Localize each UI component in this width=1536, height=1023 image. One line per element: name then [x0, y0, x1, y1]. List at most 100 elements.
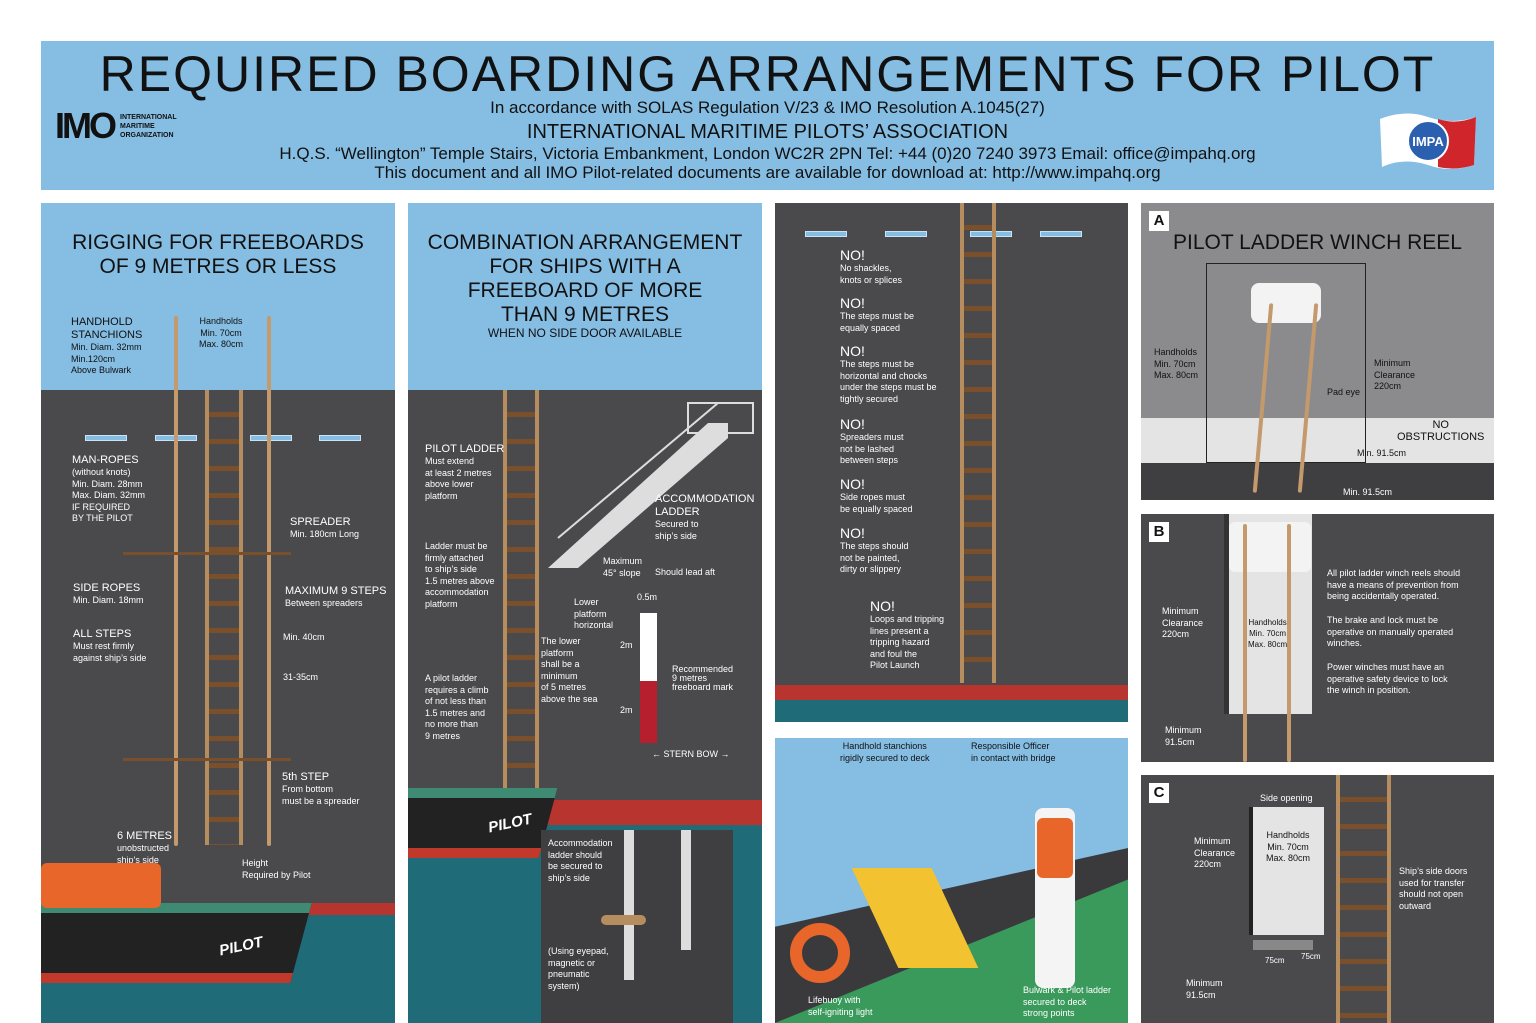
address-line: H.Q.S. “Wellington” Temple Stairs, Victo…: [279, 144, 1256, 163]
label: freeboard mark: [672, 682, 734, 692]
label: under the steps must be: [840, 382, 937, 392]
pilot-ladder: [205, 390, 243, 845]
spreader: [123, 552, 291, 555]
label: Max. 80cm: [1248, 640, 1288, 649]
label: NO: [1432, 419, 1449, 431]
pilot-ladder: [503, 390, 539, 790]
label: Recommended: [672, 664, 734, 674]
label: ladder should: [548, 849, 603, 860]
label: Max. 80cm: [1154, 370, 1199, 380]
imo-logo: IMO INTERNATIONAL MARITIME ORGANIZATION: [55, 105, 177, 147]
label: Min. 91.5cm: [1343, 487, 1393, 497]
label: Min. 40cm: [283, 632, 325, 642]
label: The steps must be: [840, 359, 915, 369]
label: Between spreaders: [285, 598, 363, 608]
label: lines present a: [870, 625, 929, 636]
label: Ladder must be: [425, 541, 488, 551]
side-opening: [1249, 807, 1324, 935]
no-heading: NO!: [840, 247, 865, 263]
impa-flag-logo: IMPA: [1380, 113, 1476, 169]
label: and foul the: [870, 648, 918, 659]
label: From bottom: [282, 784, 334, 794]
label: The lower: [541, 636, 581, 646]
label: not be lashed: [840, 443, 895, 454]
faulty-ladder: [960, 203, 996, 683]
boat-cabin: [41, 863, 161, 908]
label: have a means of prevention from: [1327, 579, 1459, 590]
label: SIDE ROPES: [73, 582, 141, 594]
label: Loops and tripping: [870, 614, 945, 624]
label: Ship’s side doors: [1399, 866, 1468, 876]
label: Spreaders must: [840, 432, 904, 442]
label: Clearance: [1162, 617, 1204, 628]
label: platform: [541, 647, 574, 658]
label: The steps should: [840, 541, 909, 551]
label: IF REQUIRED: [72, 501, 131, 512]
label: Minimum: [1165, 725, 1202, 735]
regulation-line: In accordance with SOLAS Regulation V/23…: [490, 98, 1045, 117]
panel-letter: B: [1149, 522, 1169, 542]
label: Handholds: [199, 316, 243, 326]
pilot-boat: [408, 788, 558, 858]
accommodation-ladder: [548, 402, 754, 568]
label: MAN-ROPES: [72, 454, 139, 466]
panel-ladder-faults: NO!No shackles,knots or splices NO!The s…: [775, 203, 1128, 722]
label: ← STERN BOW →: [652, 749, 730, 759]
label: 91.5cm: [1165, 736, 1195, 747]
label: Height: [242, 858, 269, 868]
label: not be painted,: [840, 552, 900, 563]
label: unobstructed: [117, 843, 170, 853]
label: Handholds: [1266, 830, 1310, 840]
life-jacket: [1037, 818, 1073, 878]
label: 91.5cm: [1186, 989, 1216, 1000]
freeboard-mark-white: [640, 613, 657, 681]
panel-title: OF 9 METRES OR LESS: [99, 255, 337, 278]
label: outward: [1399, 900, 1432, 911]
panel-title: FREEBOARD OF MORE: [467, 279, 703, 302]
label: platform: [425, 490, 458, 501]
label: minimum: [541, 670, 578, 681]
label: 220cm: [1194, 859, 1222, 869]
label: accommodation: [425, 587, 489, 597]
label: shall be a: [541, 659, 580, 669]
label: 1.5 metres above: [425, 575, 495, 586]
man-rope: [267, 316, 271, 846]
label: Should lead aft: [655, 567, 716, 577]
label: Side opening: [1260, 793, 1313, 803]
label: horizontal and chocks: [840, 370, 928, 381]
label: Required by Pilot: [242, 869, 311, 880]
label: 220cm: [1374, 381, 1402, 391]
panel-title: THAN 9 METRES: [500, 303, 670, 326]
panel-letter: A: [1149, 211, 1169, 231]
svg-text:IMPA: IMPA: [1412, 134, 1444, 149]
label: Max. Diam. 32mm: [72, 490, 146, 500]
label: STANCHIONS: [71, 329, 143, 341]
label: PILOT LADDER: [425, 443, 505, 455]
label: knots or splices: [840, 274, 903, 285]
label: Pad eye: [1327, 387, 1361, 397]
label: Above Bulwark: [71, 365, 132, 375]
label: be equally spaced: [840, 503, 913, 514]
label: 31-35cm: [283, 672, 319, 682]
label: Minimum: [1162, 606, 1199, 616]
deck: [1141, 418, 1494, 463]
label: The brake and lock must be: [1327, 615, 1439, 625]
label: self-igniting light: [808, 1006, 873, 1017]
rope-knot: [601, 915, 646, 925]
label: above lower: [425, 479, 474, 489]
label: Handhold stanchions: [842, 741, 927, 751]
label: 1.5 metres and: [425, 707, 486, 718]
lifebuoy: [790, 923, 850, 983]
label: 5th STEP: [282, 771, 330, 783]
winch-drum: [1251, 283, 1321, 323]
label: 75cm: [1301, 952, 1321, 961]
download-line: This document and all IMO Pilot-related …: [374, 163, 1161, 182]
label: 9 metres: [672, 673, 708, 683]
label: be secured to: [548, 861, 603, 871]
label: operative on manually operated: [1327, 626, 1454, 637]
label: Side ropes must: [840, 492, 906, 502]
label: Min. Diam. 18mm: [73, 595, 144, 605]
label: Maximum: [603, 556, 643, 566]
